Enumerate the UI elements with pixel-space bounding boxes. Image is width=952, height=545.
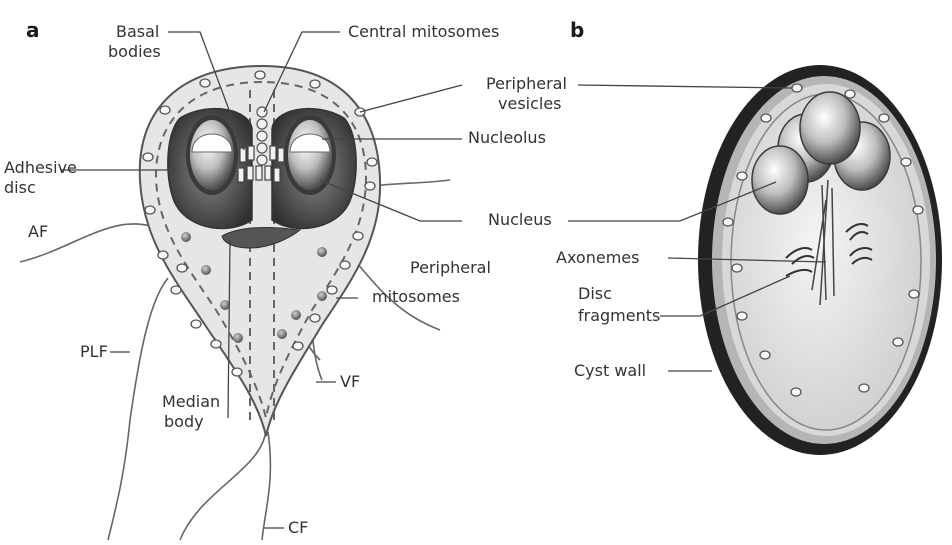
label-central-mitosomes: Central mitosomes — [348, 22, 499, 42]
label-basal-bodies-line1: Basal — [116, 22, 159, 42]
label-peripheral-vesicles-line1: Peripheral — [486, 74, 567, 94]
label-disc-fragments-line1: Disc — [578, 284, 612, 304]
caudal-flagellum-left — [180, 430, 266, 540]
label-peripheral-mitosomes-line2: mitosomes — [372, 287, 460, 307]
posterolateral-flagellum-left — [108, 278, 168, 540]
label-median-body-line2: body — [164, 412, 204, 432]
label-af: AF — [28, 222, 48, 242]
label-cf: CF — [288, 518, 308, 538]
label-vf: VF — [340, 372, 360, 392]
panel-label-a: a — [26, 18, 40, 42]
label-cyst-wall: Cyst wall — [574, 361, 646, 381]
label-peripheral-mitosomes-line1: Peripheral — [410, 258, 491, 278]
nucleus-left — [186, 115, 238, 195]
label-basal-bodies-line2: bodies — [108, 42, 161, 62]
label-plf: PLF — [80, 342, 108, 362]
caudal-flagellum-right — [262, 432, 270, 540]
label-nucleus: Nucleus — [488, 210, 552, 230]
label-peripheral-vesicles-line2: vesicles — [498, 94, 562, 114]
label-nucleolus: Nucleolus — [468, 128, 546, 148]
label-adhesive-disc-line1: Adhesive — [4, 158, 77, 178]
label-disc-fragments-line2: fragments — [578, 306, 660, 326]
label-axonemes: Axonemes — [556, 248, 639, 268]
label-adhesive-disc-line2: disc — [4, 178, 36, 198]
central-mitosomes — [257, 107, 267, 165]
label-median-body-line1: Median — [162, 392, 220, 412]
panel-label-b: b — [570, 18, 584, 42]
